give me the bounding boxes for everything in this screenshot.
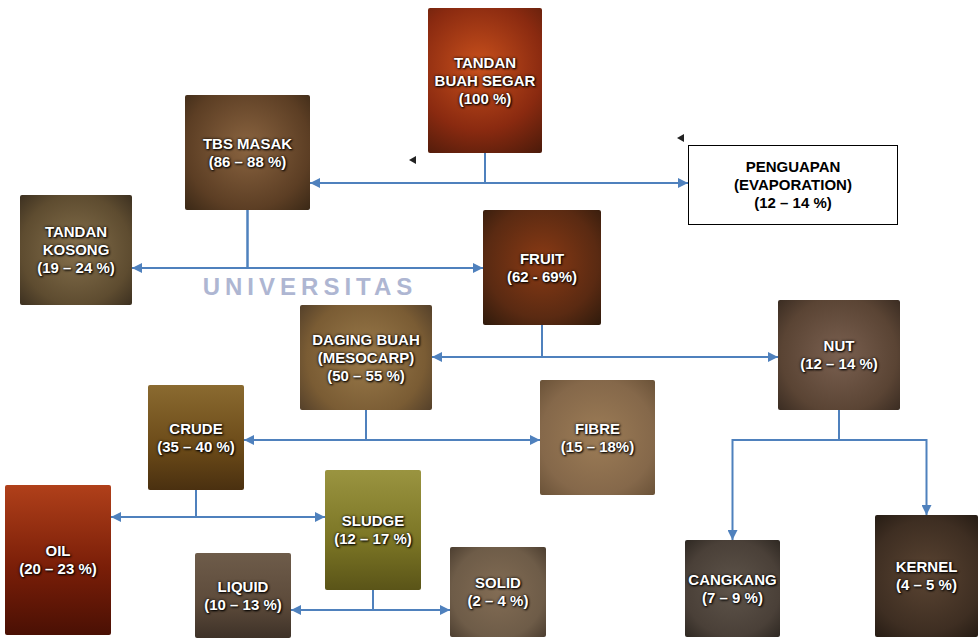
- stage-name: TANDAN BUAH SEGAR: [432, 54, 538, 90]
- shell-photo: CANGKANG(7 – 9 %): [685, 540, 780, 637]
- fibre-photo: FIBRE(15 – 18%): [540, 380, 655, 495]
- flow-arrow: [111, 490, 196, 517]
- evaporation-box: PENGUAPAN (EVAPORATION)(12 – 14 %): [688, 145, 898, 225]
- flow-arrow: [485, 153, 688, 183]
- percentage-label: (12 – 14 %): [754, 194, 832, 212]
- percentage-label: (19 – 24 %): [37, 259, 115, 277]
- percentage-label: (15 – 18%): [561, 438, 634, 456]
- empty-bunch-photo: TANDAN KOSONG(19 – 24 %): [20, 195, 132, 305]
- flow-arrow: [248, 210, 484, 268]
- flow-arrow: [244, 410, 366, 440]
- percentage-label: (86 – 88 %): [209, 153, 287, 171]
- flow-arrow: [132, 210, 248, 268]
- stage-name: SOLID: [475, 574, 521, 592]
- liquid-photo: LIQUID(10 – 13 %): [195, 553, 291, 638]
- fruit-photo: FRUIT(62 - 69%): [483, 210, 601, 325]
- percentage-label: (12 – 14 %): [800, 355, 878, 373]
- mesocarp-photo: DAGING BUAH (MESOCARP)(50 – 55 %): [300, 305, 432, 410]
- percentage-label: (35 – 40 %): [157, 438, 235, 456]
- stage-name: KERNEL: [896, 558, 958, 576]
- stage-name: OIL: [46, 542, 71, 560]
- marker-triangle: [409, 156, 416, 164]
- stage-name: LIQUID: [218, 578, 269, 596]
- stage-name: TANDAN KOSONG: [24, 223, 128, 259]
- marker-triangle: [677, 134, 684, 142]
- stage-name: TBS MASAK: [203, 135, 292, 153]
- stage-name: NUT: [824, 337, 855, 355]
- percentage-label: (2 – 4 %): [468, 592, 529, 610]
- flow-arrow: [542, 325, 778, 357]
- stage-name: PENGUAPAN (EVAPORATION): [693, 158, 893, 194]
- percentage-label: (50 – 55 %): [327, 367, 405, 385]
- flow-arrow: [366, 410, 540, 440]
- sludge-photo: SLUDGE(12 – 17 %): [325, 470, 421, 590]
- stage-name: SLUDGE: [342, 512, 405, 530]
- nut-photo: NUT(12 – 14 %): [778, 300, 900, 410]
- fresh-bunch-photo: TANDAN BUAH SEGAR(100 %): [428, 8, 542, 153]
- flow-arrow: [733, 410, 840, 540]
- ripe-bunch-photo: TBS MASAK(86 – 88 %): [185, 95, 310, 210]
- crude-oil-photo: CRUDE(35 – 40 %): [148, 385, 244, 490]
- percentage-label: (20 – 23 %): [19, 560, 97, 578]
- flow-arrow: [291, 590, 373, 610]
- watermark-text: UNIVERSITAS: [150, 273, 470, 301]
- percentage-label: (10 – 13 %): [204, 596, 282, 614]
- kernel-photo: KERNEL(4 – 5 %): [875, 515, 978, 637]
- flow-arrow: [373, 590, 450, 610]
- percentage-label: (12 – 17 %): [334, 530, 412, 548]
- percentage-label: (100 %): [459, 90, 512, 108]
- percentage-label: (4 – 5 %): [896, 576, 957, 594]
- percentage-label: (62 - 69%): [507, 268, 577, 286]
- stage-name: FIBRE: [575, 420, 620, 438]
- flow-arrow: [432, 325, 542, 357]
- flow-arrow: [310, 153, 485, 183]
- solid-photo: SOLID(2 – 4 %): [450, 547, 546, 637]
- stage-name: CRUDE: [169, 420, 222, 438]
- flow-arrow: [196, 490, 325, 517]
- stage-name: DAGING BUAH (MESOCARP): [304, 331, 428, 367]
- stage-name: CANGKANG: [688, 571, 776, 589]
- flow-arrow: [839, 410, 927, 515]
- percentage-label: (7 – 9 %): [702, 589, 763, 607]
- stage-name: FRUIT: [520, 250, 564, 268]
- oil-beaker-photo: OIL(20 – 23 %): [5, 485, 111, 635]
